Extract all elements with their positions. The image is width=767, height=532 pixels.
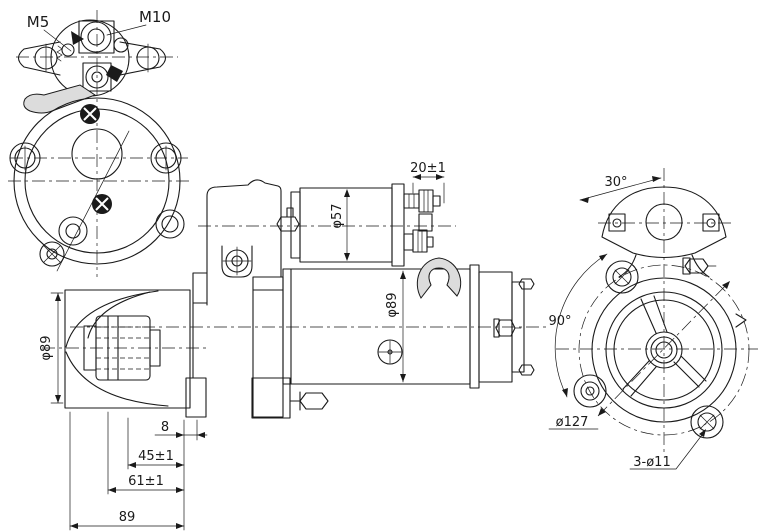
dim-yoke-diameter: φ89 xyxy=(385,292,400,317)
terminal-stud-large xyxy=(403,193,420,209)
dim-pinion-gap: 8 xyxy=(161,420,169,435)
terminal-m5 xyxy=(85,65,109,89)
front-view: M5 M10 xyxy=(8,8,192,277)
thread-callout-m5: M5 xyxy=(27,13,50,31)
through-bolt xyxy=(518,364,535,376)
rear-view: 30° 90° ø127 3-ø11 xyxy=(548,168,758,470)
dim-hole-angle: 90° xyxy=(548,314,571,329)
side-view: 20±1 φ57 φ89 φ89 8 45±1 6 xyxy=(39,161,548,531)
ribs xyxy=(622,295,707,397)
leader-m5 xyxy=(43,29,72,52)
nose-housing xyxy=(64,289,191,409)
dim-length-61: 61±1 xyxy=(128,474,164,489)
mounting-flange xyxy=(252,276,284,418)
rear-centerlines xyxy=(556,168,758,452)
pinion-stop xyxy=(83,325,97,371)
yoke-body xyxy=(276,207,471,385)
shaft-bore xyxy=(71,128,123,180)
drive-end-bracket xyxy=(192,179,282,379)
mount-bolt-hole xyxy=(612,267,632,287)
dim-flange-angle: 30° xyxy=(604,175,627,190)
mount-bolt-hole xyxy=(580,381,600,401)
lifting-hook xyxy=(416,257,462,299)
terminal-m10 xyxy=(80,21,112,53)
dim-length-45: 45±1 xyxy=(138,449,174,464)
dim-solenoid-diameter: φ57 xyxy=(330,203,345,228)
side-view-dimensions: 20±1 φ57 φ89 φ89 8 45±1 6 xyxy=(39,161,446,531)
mount-bolt-hole xyxy=(697,412,717,432)
drive-end-face xyxy=(9,97,185,272)
phillips-screw xyxy=(377,339,403,365)
rear-top-flange xyxy=(601,186,727,278)
solenoid-front-face xyxy=(17,19,167,97)
leader-m10 xyxy=(106,24,147,36)
thread-callout-m10: M10 xyxy=(139,8,171,26)
shift-lever xyxy=(23,84,97,114)
through-bolt xyxy=(518,278,535,290)
dim-bolt-circle: ø127 xyxy=(556,415,589,430)
bolt-circle xyxy=(578,264,750,436)
rear-view-dimensions: 30° 90° ø127 3-ø11 xyxy=(548,175,731,470)
lug-bolt xyxy=(299,392,329,410)
shaft-nut xyxy=(495,319,516,337)
flange-lugs xyxy=(185,377,329,419)
flange-center-hole xyxy=(645,203,683,241)
dim-mount-holes: 3-ø11 xyxy=(633,455,670,470)
flange-bolt xyxy=(684,258,709,274)
dim-terminal-spacing: 20±1 xyxy=(410,161,446,176)
top-stud xyxy=(276,216,300,232)
rear-housing xyxy=(573,260,747,439)
dim-length-89: 89 xyxy=(119,510,136,525)
terminal-stud-small xyxy=(403,233,414,251)
dim-nose-diameter: φ89 xyxy=(39,335,54,360)
rear-end-cap xyxy=(469,264,535,389)
solenoid-body xyxy=(290,183,441,267)
center-boss xyxy=(645,331,683,369)
